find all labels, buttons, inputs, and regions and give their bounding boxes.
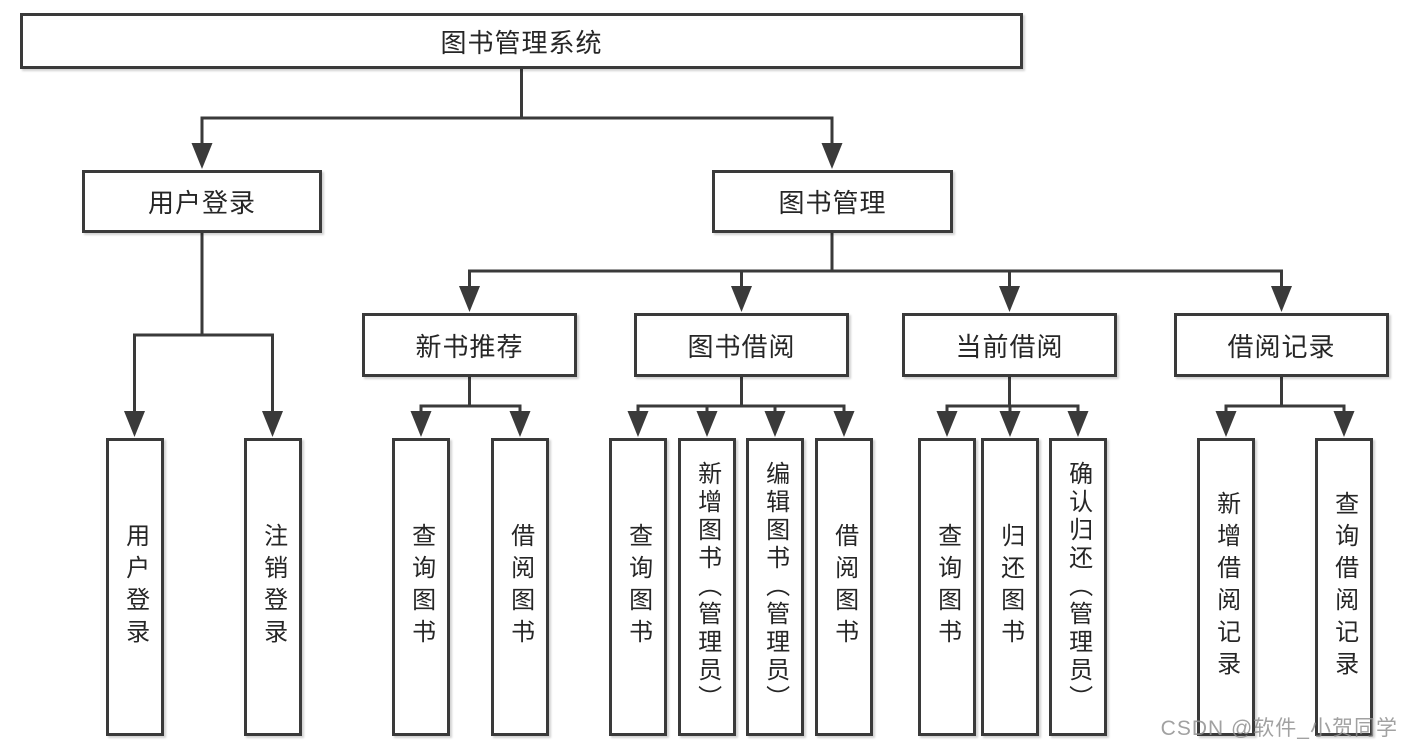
node-label: 注销登录 [259, 523, 287, 651]
leaf-query-book-current: 查询图书 [918, 438, 976, 736]
leaf-add-borrow-record: 新增借阅记录 [1197, 438, 1255, 736]
leaf-return-book: 归还图书 [981, 438, 1039, 736]
leaf-add-book-admin: 新增图书（管理员） [678, 438, 736, 736]
leaf-query-book-borrow: 查询图书 [609, 438, 667, 736]
node-label: 新增图书（管理员） [693, 461, 721, 713]
node-label: 归还图书 [996, 523, 1024, 651]
node-book-borrow: 图书借阅 [634, 313, 849, 377]
leaf-query-book-recommend: 查询图书 [392, 438, 450, 736]
node-label: 图书管理 [778, 188, 887, 218]
node-label: 借阅图书 [830, 523, 858, 651]
node-borrow-records: 借阅记录 [1174, 313, 1389, 377]
node-label: 确认归还（管理员） [1064, 461, 1092, 713]
leaf-borrow-book: 借阅图书 [815, 438, 873, 736]
node-label: 图书管理系统 [440, 27, 603, 58]
node-root-library-system: 图书管理系统 [20, 13, 1023, 69]
node-label: 查询图书 [624, 523, 652, 651]
leaf-user-login: 用户登录 [106, 438, 164, 736]
node-label: 编辑图书（管理员） [761, 461, 789, 713]
leaf-borrow-book-recommend: 借阅图书 [491, 438, 549, 736]
csdn-watermark: CSDN @软件_小贺同学 [1160, 717, 1398, 740]
leaf-logout: 注销登录 [244, 438, 302, 736]
leaf-query-borrow-record: 查询借阅记录 [1315, 438, 1373, 736]
node-book-management: 图书管理 [712, 170, 953, 233]
node-label: 新书推荐 [415, 331, 524, 362]
node-label: 当前借阅 [955, 331, 1064, 362]
arrowhead-icons [124, 143, 1355, 437]
node-label: 用户登录 [121, 523, 149, 651]
node-current-borrow: 当前借阅 [902, 313, 1117, 377]
leaf-edit-book-admin: 编辑图书（管理员） [746, 438, 804, 736]
node-label: 查询图书 [933, 523, 961, 651]
node-label: 图书借阅 [687, 331, 796, 362]
node-user-login: 用户登录 [82, 170, 322, 233]
node-label: 新增借阅记录 [1212, 491, 1240, 683]
node-label: 借阅图书 [506, 523, 534, 651]
node-new-book-recommend: 新书推荐 [362, 313, 577, 377]
node-label: 查询借阅记录 [1330, 491, 1358, 683]
node-label: 用户登录 [147, 188, 256, 218]
node-label: 查询图书 [407, 523, 435, 651]
leaf-confirm-return-admin: 确认归还（管理员） [1049, 438, 1107, 736]
node-label: 借阅记录 [1227, 331, 1336, 362]
